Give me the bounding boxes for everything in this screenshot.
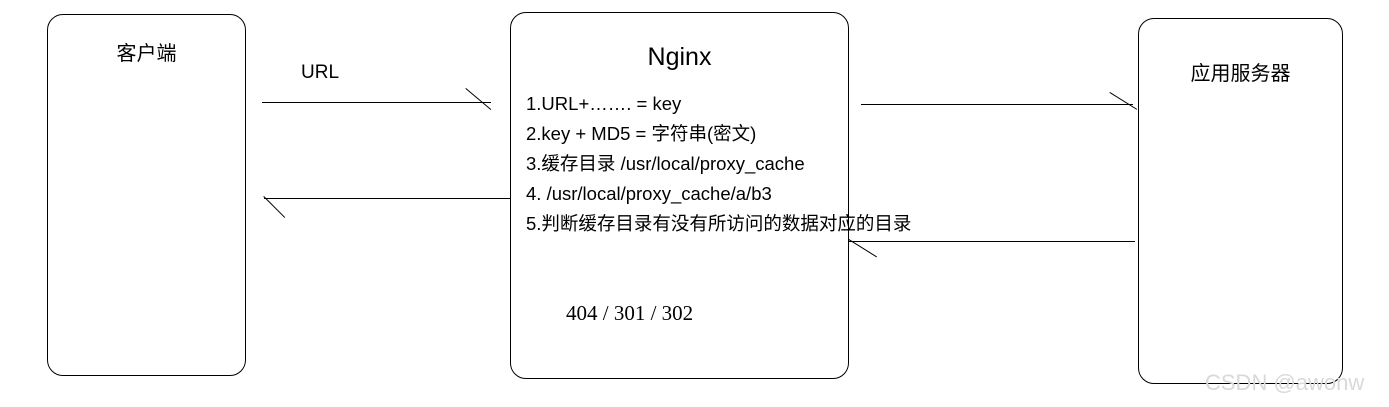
- nginx-step-list: 1.URL+……. = key 2.key + MD5 = 字符串(密文) 3.…: [526, 89, 912, 239]
- edge-client-to-nginx: [262, 102, 491, 103]
- nginx-step-5: 5.判断缓存目录有没有所访问的数据对应的目录: [526, 213, 912, 234]
- node-nginx[interactable]: Nginx 1.URL+……. = key 2.key + MD5 = 字符串(…: [510, 12, 911, 379]
- edge-label-url: URL: [301, 62, 340, 83]
- nginx-step-3: 3.缓存目录 /usr/local/proxy_cache: [526, 153, 805, 174]
- watermark: CSDN @awonw: [1205, 370, 1365, 395]
- arrowhead-icon-nginx-to-client: [263, 196, 286, 218]
- nginx-step-4: 4. /usr/local/proxy_cache/a/b3: [526, 183, 772, 204]
- arrowhead-icon-client-to-nginx: [465, 88, 492, 110]
- node-nginx-title: Nginx: [647, 43, 712, 71]
- arrowhead-icon-nginx-to-app-server: [1109, 92, 1138, 110]
- edge-app-server-to-nginx: [849, 241, 1135, 242]
- nginx-status-codes: 404 / 301 / 302: [566, 301, 694, 325]
- edge-nginx-to-app-server: [861, 104, 1133, 105]
- node-client[interactable]: 客户端: [47, 14, 246, 376]
- node-app-server-title: 应用服务器: [1190, 63, 1291, 85]
- node-client-title: 客户端: [116, 43, 177, 65]
- edge-nginx-to-client: [264, 198, 510, 199]
- node-app-server[interactable]: 应用服务器: [1138, 18, 1343, 384]
- nginx-step-1: 1.URL+……. = key: [526, 93, 682, 114]
- nginx-step-2: 2.key + MD5 = 字符串(密文): [526, 123, 757, 144]
